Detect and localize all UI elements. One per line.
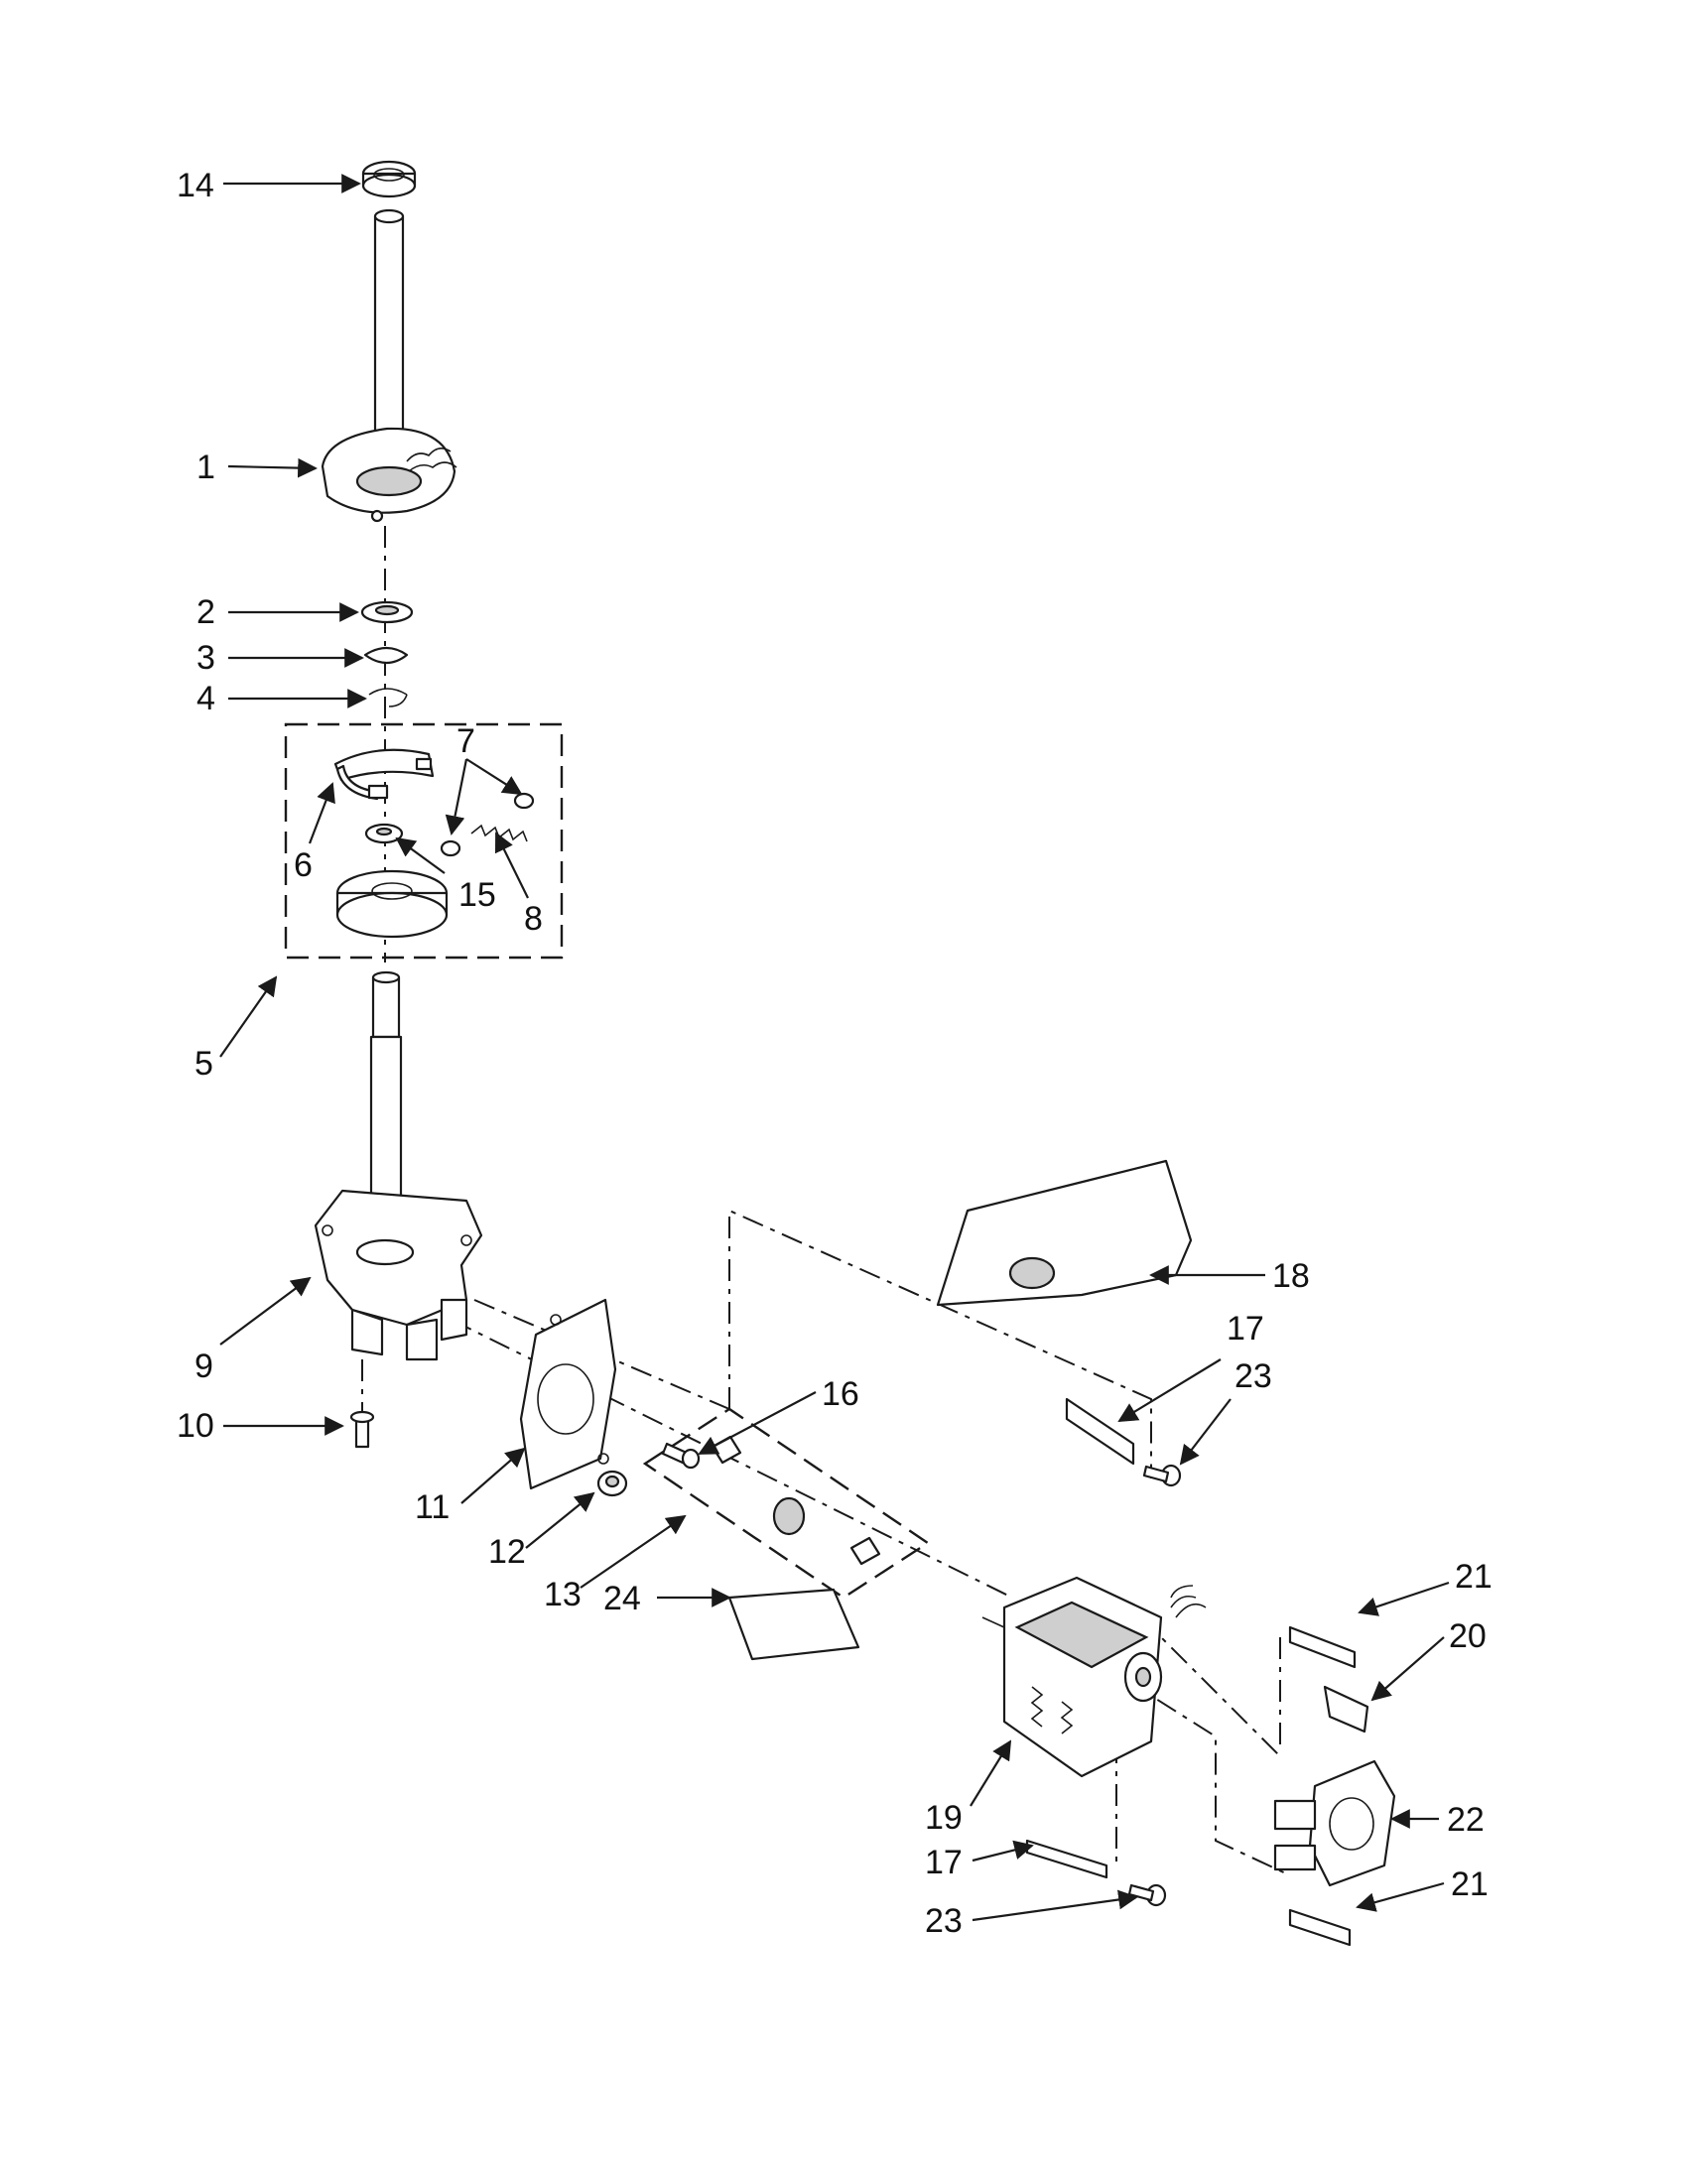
part-22-pump [1273,1759,1396,1887]
part-16-bolt [661,1442,701,1470]
callout-17-lower: 17 [925,1844,963,1881]
leader-arrows [219,174,1450,1922]
part-21-clip-lower [1288,1908,1352,1947]
part-6-brake-band [333,748,435,801]
part-2-bearing [360,600,414,624]
callout-4: 4 [196,680,215,717]
callout-1: 1 [196,449,215,486]
part-20-clip [1323,1685,1369,1734]
callout-17-upper: 17 [1227,1310,1264,1348]
callout-22: 22 [1447,1801,1485,1839]
callout-23-upper: 23 [1234,1357,1272,1395]
part-17-clip-upper [1065,1397,1135,1466]
callout-12: 12 [488,1533,526,1571]
callout-10: 10 [177,1407,214,1445]
part-3-washer [363,646,409,665]
part-7-washers [440,792,535,857]
callout-6: 6 [294,846,313,884]
callout-15: 15 [458,876,496,914]
callout-19: 19 [925,1799,963,1837]
callout-23-lower: 23 [925,1902,963,1940]
part-13-coupler-kit-box [642,1407,931,1600]
part-12-cushion [596,1470,628,1497]
callout-7: 7 [456,722,475,760]
part-4-retaining-ring [368,688,408,707]
part-5-brake-assembly-box [284,722,564,960]
part-18-shield [936,1159,1193,1307]
part-23-screw-lower [1127,1883,1167,1907]
part-1-shaft-housing [321,208,457,523]
part-14-seal [361,160,417,198]
callout-21-upper: 21 [1455,1558,1493,1596]
callout-2: 2 [196,593,215,631]
callout-16: 16 [822,1375,859,1413]
callout-11: 11 [415,1488,450,1526]
callout-5: 5 [195,1045,213,1083]
callout-3: 3 [196,639,215,677]
part-13-coupler-parts [711,1435,881,1566]
part-10-screw [349,1410,375,1449]
part-11-mounting-plate [519,1298,617,1490]
part-9-gearcase [314,1189,483,1361]
callout-13: 13 [544,1576,582,1613]
callout-labels: 14 1 2 3 4 7 6 15 8 5 9 10 11 12 13 16 2… [177,167,1493,1940]
part-15-cam [364,823,404,844]
part-17-clip-lower [1025,1839,1108,1879]
part-23-screw-upper [1142,1464,1182,1487]
callout-18: 18 [1272,1257,1310,1295]
callout-24: 24 [603,1580,641,1617]
part-21-clip-upper [1288,1625,1357,1669]
callout-21-lower: 21 [1451,1865,1489,1903]
callout-8: 8 [524,900,543,938]
callout-9: 9 [195,1348,213,1385]
part-19-motor [981,1576,1207,1778]
callout-20: 20 [1449,1617,1487,1655]
brake-pulley [335,869,449,939]
callout-14: 14 [177,167,214,204]
part-24-pad [727,1588,860,1661]
